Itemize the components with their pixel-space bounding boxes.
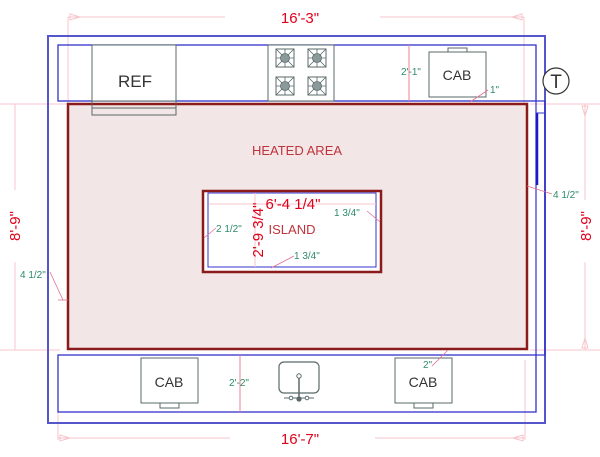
stove-burner-icon	[275, 76, 295, 96]
thermostat-label: T	[550, 72, 562, 93]
top-gap-label: 1"	[490, 85, 500, 96]
sink-handle-left	[288, 395, 294, 401]
refrigerator-label: REF	[118, 72, 152, 91]
island-bottom-gap-label: 1 3/4"	[294, 251, 320, 262]
top-counter-depth-label: 2'-1"	[401, 67, 421, 78]
refrigerator: REF	[91, 44, 177, 116]
right-overall-dimension: 8'-9"	[578, 211, 595, 241]
right-dim-arrow-top	[581, 105, 589, 118]
top-cabinet: CAB	[428, 47, 487, 98]
stove-burner-icon	[275, 48, 295, 68]
dimension-lines	[0, 13, 600, 442]
bottom-right-cabinet-label: CAB	[409, 374, 438, 390]
top-overall-dimension: 16'-3"	[281, 10, 319, 27]
left-gap-leader	[49, 271, 64, 301]
island-label: ISLAND	[269, 222, 316, 237]
top-gap-leader	[469, 89, 489, 103]
right-dim-arrow-bottom	[581, 336, 589, 349]
bottom-overall-dimension: 16'-7"	[281, 431, 319, 448]
bottom-dim-arrow-left	[59, 434, 72, 442]
left-gap-label: 4 1/2"	[20, 270, 46, 281]
island-left-leader	[203, 227, 217, 239]
island-depth-label: 2'-9 3/4"	[250, 203, 267, 258]
top-cabinet-body	[428, 51, 487, 98]
sink-handle-right	[304, 395, 310, 401]
bottom-left-cabinet-body	[140, 357, 199, 404]
right-gap-label: 4 1/2"	[553, 190, 579, 201]
heated-area-label: HEATED AREA	[252, 143, 342, 158]
island-counter	[207, 192, 377, 268]
bottom-right-cabinet-body	[394, 357, 453, 404]
island: 6'-4 1/4" 2'-9 3/4" ISLAND 2 1/2" 1 3/4"…	[201, 189, 383, 274]
bottom-dim-arrow-right	[511, 434, 524, 442]
bottom-left-cabinet-handle	[159, 402, 180, 409]
bottom-gap-leader	[431, 349, 449, 367]
bottom-counter-depth-label: 2'-2"	[229, 378, 249, 389]
island-bottom-leader	[270, 255, 295, 269]
island-left-gap-label: 2 1/2"	[216, 224, 242, 235]
bottom-gap-label: 2"	[423, 360, 433, 371]
stove	[267, 44, 335, 102]
island-width-label: 6'-4 1/4"	[266, 196, 321, 213]
right-gap-leader	[526, 185, 553, 195]
stove-burner-icon	[307, 48, 327, 68]
island-right-gap-label: 1 3/4"	[334, 208, 360, 219]
thermostat-circle	[542, 67, 570, 95]
left-overall-dimension: 8'-9"	[7, 211, 24, 241]
bottom-left-cabinet: CAB	[140, 357, 199, 409]
bottom-right-cabinet: CAB 2"	[394, 349, 453, 409]
bottom-counter	[57, 354, 537, 413]
thermostat: T	[542, 67, 570, 95]
sink	[278, 361, 320, 402]
sink-faucet-base	[296, 396, 302, 402]
sink-drain	[296, 373, 302, 379]
top-dim-arrow-right	[510, 13, 523, 21]
bottom-right-cabinet-handle	[413, 402, 434, 409]
right-wall-strip	[535, 100, 546, 356]
island-right-leader	[366, 210, 381, 223]
top-dim-arrow-left	[69, 13, 82, 21]
top-cabinet-label: CAB	[443, 67, 472, 83]
stove-burner-icon	[307, 76, 327, 96]
bottom-left-cabinet-label: CAB	[155, 374, 184, 390]
